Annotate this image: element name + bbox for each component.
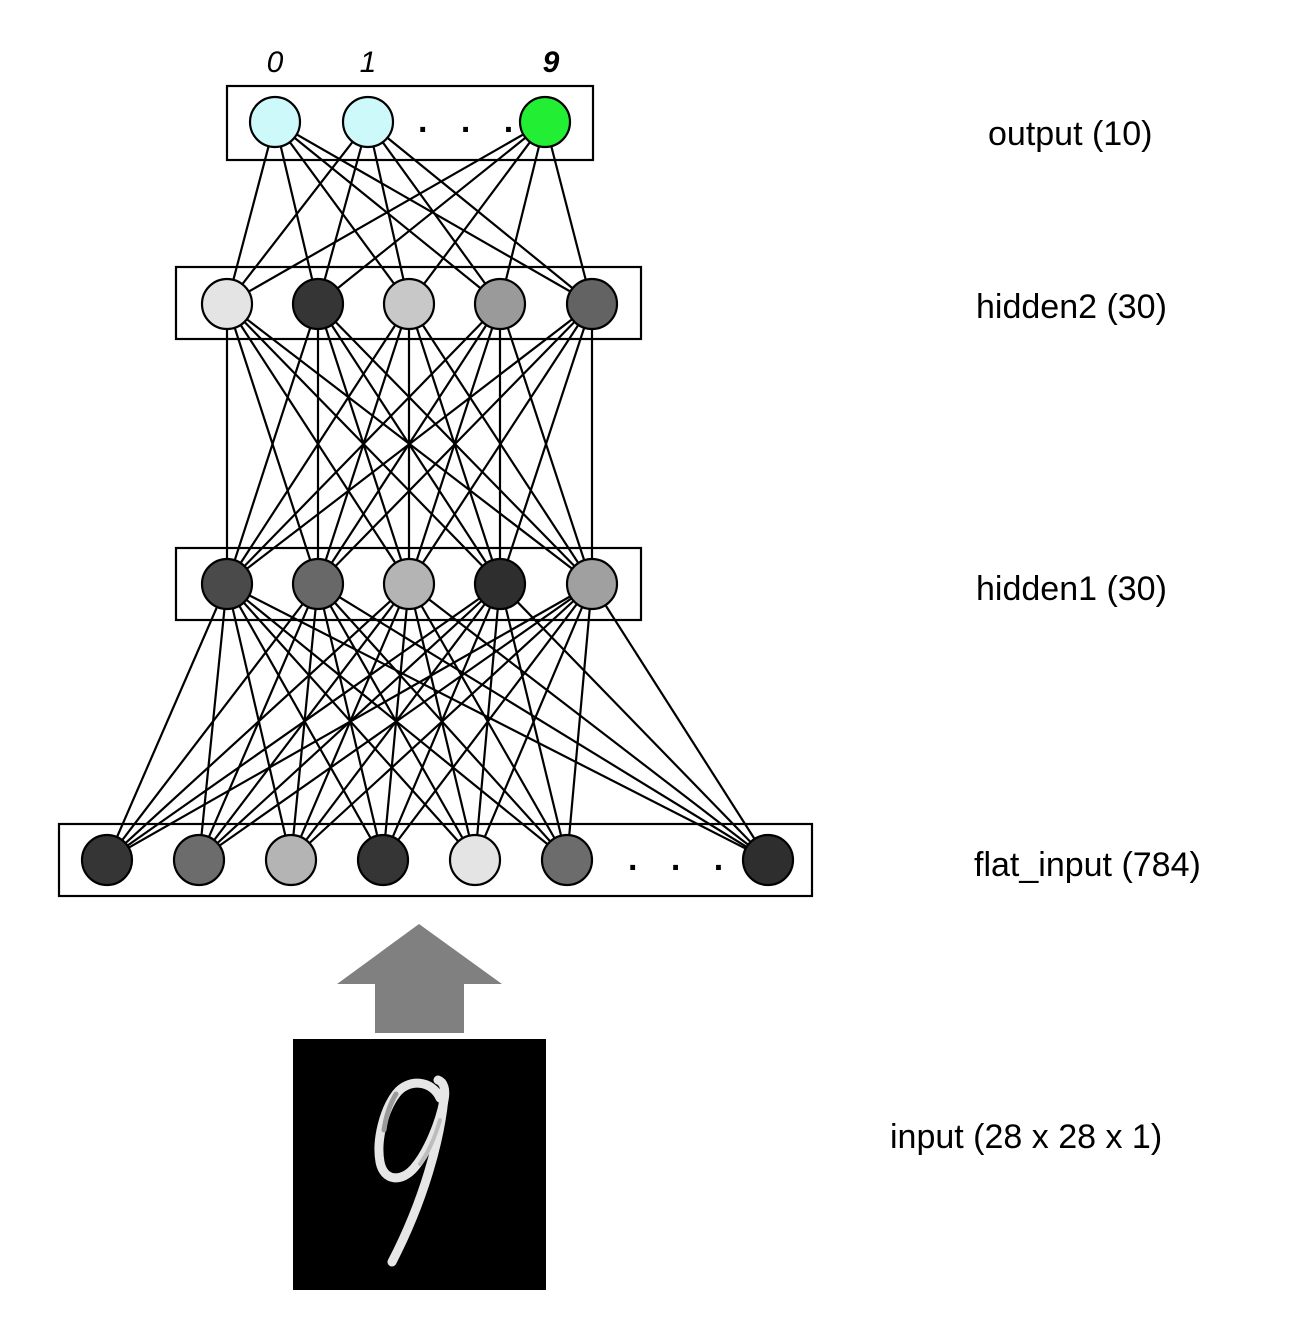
flat-input-node bbox=[741, 833, 795, 887]
class-label-9: 9 bbox=[543, 46, 560, 79]
hidden1-node bbox=[200, 557, 254, 611]
hidden1-node bbox=[565, 557, 619, 611]
edge-hidden2-hidden1 bbox=[317, 303, 593, 585]
edge-hidden1-flat-input bbox=[499, 583, 769, 861]
edge-hidden1-flat-input bbox=[317, 583, 769, 861]
edge-hidden1-flat-input bbox=[106, 583, 593, 861]
edge-hidden1-flat-input bbox=[591, 583, 769, 861]
flat-input-node bbox=[172, 833, 226, 887]
edge-output-hidden2 bbox=[366, 121, 411, 305]
edge-output-hidden2 bbox=[316, 121, 370, 305]
edge-hidden1-flat-input bbox=[408, 583, 769, 861]
hidden2-layer-box bbox=[174, 265, 643, 341]
edge-hidden1-flat-input bbox=[565, 583, 594, 861]
edge-hidden1-flat-input bbox=[290, 583, 593, 861]
edge-hidden2-hidden1 bbox=[226, 303, 410, 585]
flatten-arrow-icon bbox=[337, 924, 502, 1033]
hidden1-layer-label: hidden1 (30) bbox=[976, 570, 1167, 608]
input-digit-image bbox=[293, 1039, 546, 1290]
class-label-0: 0 bbox=[267, 46, 284, 79]
flat-input-node bbox=[264, 833, 318, 887]
edge-hidden1-flat-input bbox=[473, 583, 594, 861]
flat-input-ellipsis: . . . bbox=[628, 840, 735, 878]
hidden1-node bbox=[291, 557, 345, 611]
connection-edges bbox=[105, 121, 769, 861]
hidden2-node bbox=[473, 277, 527, 331]
edge-hidden2-hidden1 bbox=[408, 303, 593, 585]
neuron-nodes bbox=[80, 95, 795, 887]
hidden2-node bbox=[291, 277, 345, 331]
hidden1-layer-box bbox=[174, 546, 643, 622]
edge-hidden1-flat-input bbox=[106, 583, 501, 861]
edge-hidden1-flat-input bbox=[106, 583, 319, 861]
class-label-1: 1 bbox=[360, 46, 377, 79]
flat-input-node bbox=[356, 833, 410, 887]
edge-hidden1-flat-input bbox=[226, 583, 769, 861]
hidden2-layer-label: hidden2 (30) bbox=[976, 288, 1167, 326]
edge-hidden1-flat-input bbox=[382, 583, 593, 861]
edge-hidden1-flat-input bbox=[198, 583, 593, 861]
edge-output-hidden2 bbox=[317, 121, 546, 305]
flat-input-layer-box bbox=[57, 822, 814, 898]
edge-hidden1-flat-input bbox=[106, 583, 410, 861]
hidden2-node bbox=[382, 277, 436, 331]
edge-hidden1-flat-input bbox=[105, 583, 229, 861]
output-node bbox=[248, 95, 302, 149]
edge-output-hidden2 bbox=[226, 121, 369, 305]
output-layer-label: output (10) bbox=[988, 115, 1152, 153]
edge-output-hidden2 bbox=[225, 121, 277, 305]
output-node bbox=[341, 95, 395, 149]
edge-output-hidden2 bbox=[498, 121, 547, 305]
hidden2-node bbox=[565, 277, 619, 331]
hidden1-node bbox=[473, 557, 527, 611]
flat-input-node bbox=[540, 833, 594, 887]
output-layer-box bbox=[225, 84, 595, 162]
edge-hidden2-hidden1 bbox=[226, 303, 501, 585]
output-node bbox=[518, 95, 572, 149]
input-layer-label: input (28 x 28 x 1) bbox=[890, 1118, 1162, 1156]
edge-output-hidden2 bbox=[226, 121, 546, 305]
edge-output-hidden2 bbox=[367, 121, 501, 305]
edge-output-hidden2 bbox=[543, 121, 594, 305]
flat-input-layer-label: flat_input (784) bbox=[974, 846, 1201, 884]
output-ellipsis: . . . bbox=[418, 102, 525, 140]
hidden2-node bbox=[200, 277, 254, 331]
hidden1-node bbox=[382, 557, 436, 611]
flat-input-node bbox=[448, 833, 502, 887]
edge-hidden2-hidden1 bbox=[226, 303, 593, 585]
edge-hidden2-hidden1 bbox=[225, 303, 320, 585]
edge-hidden2-hidden1 bbox=[498, 303, 594, 585]
flat-input-node bbox=[80, 833, 134, 887]
edge-output-hidden2 bbox=[408, 121, 546, 305]
edge-output-hidden2 bbox=[367, 121, 593, 305]
